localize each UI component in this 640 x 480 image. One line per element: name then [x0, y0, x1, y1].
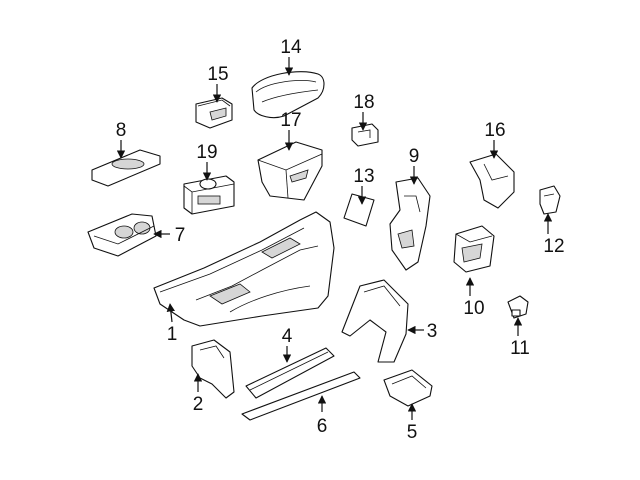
part-15-bracket [195, 97, 233, 129]
callout-labels: 1 2 3 4 5 6 7 8 9 10 11 12 13 14 15 16 1… [116, 37, 565, 443]
part-9-side-bracket [389, 177, 431, 271]
part-3-rear-bracket [341, 279, 409, 363]
callout-4: 4 [282, 326, 293, 347]
callout-17: 17 [280, 110, 301, 131]
callout-9: 9 [409, 146, 420, 167]
part-13-panel [343, 193, 375, 227]
callout-14: 14 [280, 37, 302, 58]
callout-18: 18 [353, 92, 374, 113]
part-1-center-console [153, 211, 335, 327]
callout-8: 8 [116, 120, 127, 141]
part-17-storage-bin [257, 141, 323, 201]
part-18-clip [351, 123, 379, 147]
leader-1 [166, 303, 176, 323]
callout-12: 12 [543, 236, 564, 257]
part-16-mount-bracket [469, 153, 515, 209]
callout-19: 19 [196, 142, 217, 163]
callout-3: 3 [427, 321, 438, 342]
part-8-trim-plate [91, 149, 161, 187]
part-6-trim-strip [241, 371, 361, 421]
callout-11: 11 [510, 338, 530, 359]
callout-7: 7 [175, 225, 186, 246]
callout-6: 6 [317, 416, 328, 437]
part-10-module [453, 225, 495, 273]
callout-5: 5 [407, 422, 418, 443]
callout-16: 16 [484, 120, 505, 141]
callout-15: 15 [207, 64, 228, 85]
part-12-clip [539, 185, 561, 215]
callout-2: 2 [193, 394, 204, 415]
part-14-armrest-lid [251, 71, 325, 119]
part-19-switch-assembly [183, 175, 235, 215]
part-5-plate [383, 369, 433, 407]
part-4-rail [245, 347, 335, 399]
callout-10: 10 [463, 298, 484, 319]
part-2-support-bracket [191, 339, 235, 399]
callout-13: 13 [353, 166, 374, 187]
callout-1: 1 [167, 324, 178, 345]
part-11-fastener [507, 295, 529, 319]
part-7-cup-holder [87, 213, 157, 257]
leader-lines [116, 57, 553, 420]
